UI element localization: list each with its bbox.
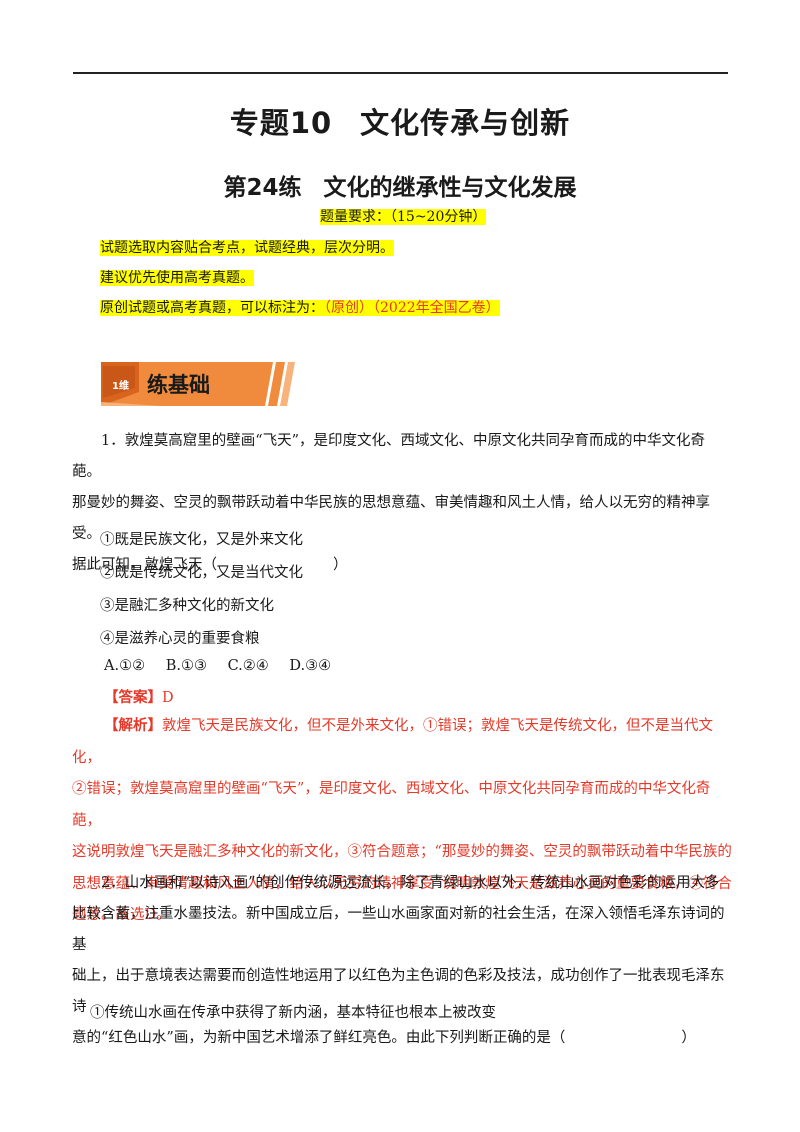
note-line-1: 试题选取内容贴合考点，试题经典，层次分明。	[100, 240, 394, 256]
q1-option-3: ③是融汇多种文化的新文化	[100, 598, 274, 614]
banner-tag: 1维	[112, 381, 129, 392]
q1-option-2: ②既是传统文化，又是当代文化	[100, 565, 303, 581]
choice-a: A.①②	[104, 658, 146, 674]
q1-option-4: ④是滋养心灵的重要食粮	[100, 631, 260, 647]
choice-d: D.③④	[289, 658, 332, 674]
choice-b: B.①③	[165, 658, 207, 674]
page-subtitle: 第24练文化的继承性与文化发展	[223, 175, 577, 201]
banner-label: 练基础	[147, 373, 210, 397]
section-banner	[101, 362, 295, 406]
choice-c: C.②④	[227, 658, 269, 674]
q2-option-1: ①传统山水画在传承中获得了新内涵，基本特征也根本上被改变	[90, 1005, 496, 1021]
question-1-stem: 1．敦煌莫高窟里的壁画“飞天”，是印度文化、西域文化、中原文化共同孕育而成的中华…	[72, 433, 710, 573]
time-requirement: 题量要求：（15~20分钟）	[320, 209, 487, 225]
question-2-stem: 2．山水画和“以诗入画”的创作传统源远流长。除了青绿山水以外，传统山水画对色彩的…	[72, 875, 725, 1046]
q1-answer: 【答案】D	[104, 689, 174, 706]
note-line-3: 原创试题或高考真题，可以标注为：（原创）（2022年全国乙卷）	[100, 300, 500, 316]
q1-option-1: ①既是民族文化，又是外来文化	[100, 532, 303, 548]
note-line-2: 建议优先使用高考真题。	[100, 270, 254, 286]
q1-choices: A.①② B.①③ C.②④ D.③④	[104, 658, 347, 674]
top-rule	[73, 72, 728, 74]
q1-analysis: 【解析】敦煌飞天是民族文化，但不是外来文化，①错误；敦煌飞天是传统文化，但不是当…	[72, 717, 732, 923]
